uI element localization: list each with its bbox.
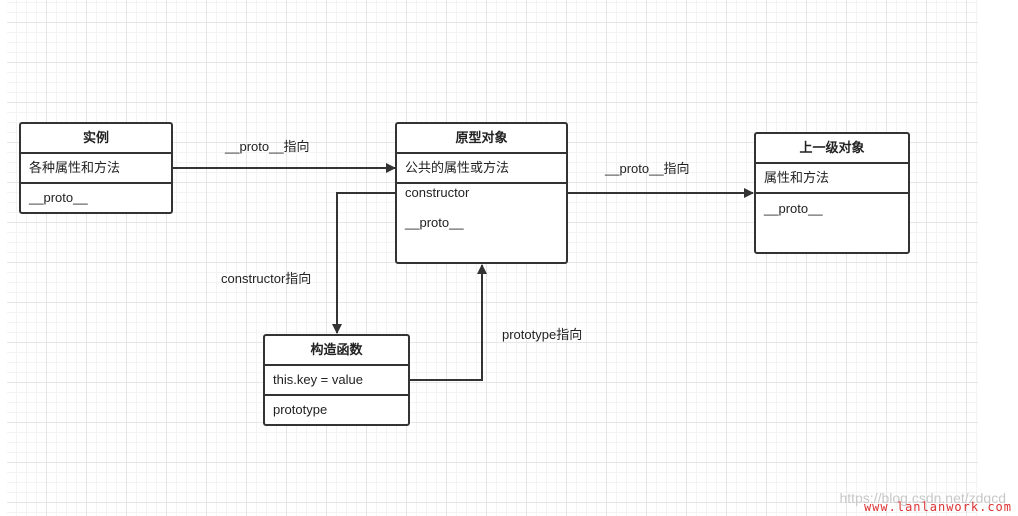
edge-label-prototype: prototype指向 (502, 327, 583, 342)
constructor-row-this-key: this.key = value (265, 366, 408, 396)
edge-prototype-to-constructor[interactable] (332, 192, 396, 334)
prototype-row-proto: __proto__ (405, 215, 464, 230)
parent-row-proto: __proto__ (764, 201, 823, 216)
prototype-row-shared: 公共的属性或方法 (397, 154, 566, 184)
instance-title: 实例 (21, 124, 171, 154)
prototype-row-constructor: constructor (405, 185, 470, 200)
prototype-box[interactable]: 原型对象 公共的属性或方法 constructor __proto__ (395, 122, 568, 264)
instance-box[interactable]: 实例 各种属性和方法 __proto__ (19, 122, 173, 214)
instance-row-proto: __proto__ (29, 190, 88, 205)
edge-label-instance-proto: __proto__指向 (225, 139, 310, 154)
constructor-row-prototype: prototype (273, 402, 328, 417)
edge-constructor-to-prototype[interactable] (409, 264, 487, 381)
prototype-title: 原型对象 (397, 124, 566, 154)
edge-label-prototype-proto: __proto__指向 (605, 161, 690, 176)
constructor-function-title: 构造函数 (265, 336, 408, 366)
parent-row-methods: 属性和方法 (756, 164, 908, 194)
canvas-margin-left (0, 0, 7, 516)
parent-object-title: 上一级对象 (756, 134, 908, 164)
canvas-margin-right (978, 0, 1018, 516)
parent-object-box[interactable]: 上一级对象 属性和方法 __proto__ (754, 132, 910, 254)
edge-label-constructor: constructor指向 (221, 271, 312, 286)
constructor-function-box[interactable]: 构造函数 this.key = value prototype (263, 334, 410, 426)
blog-watermark: https://blog.csdn.net/zdqcd (839, 490, 1006, 506)
instance-row-methods: 各种属性和方法 (21, 154, 171, 184)
site-watermark: www.lanlanwork.com (863, 500, 1012, 514)
